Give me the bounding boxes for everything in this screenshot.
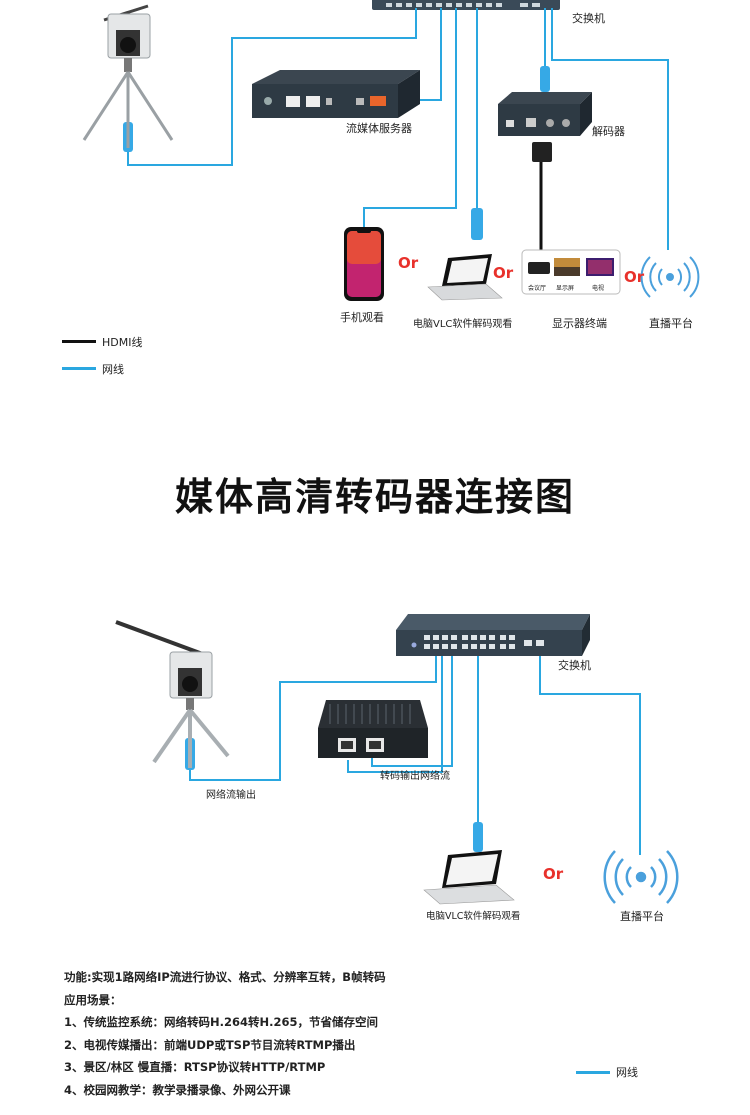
page-title: 媒体高清转码器连接图 <box>0 466 750 521</box>
laptop-1 <box>428 254 502 300</box>
switch-device <box>372 0 560 10</box>
note-scenario-1: 1、传统监控系统：网络转码H.264转H.265，节省储存空间 <box>64 1011 386 1034</box>
streaming-server-label: 流媒体服务器 <box>346 120 412 136</box>
legend-network-label: 网线 <box>102 361 124 377</box>
legend-network-label-2: 网线 <box>616 1064 638 1080</box>
streaming-server <box>252 70 420 118</box>
hdmi-plug <box>532 142 552 162</box>
legend-network-line-2 <box>576 1071 610 1074</box>
phone-label: 手机观看 <box>340 309 384 325</box>
pc-vlc-label: 电脑VLC软件解码观看 <box>413 315 512 330</box>
decoder-label: 解码器 <box>592 123 625 139</box>
legend-hdmi-label: HDMI线 <box>102 334 142 350</box>
switch-label: 交换机 <box>572 10 605 26</box>
live-platform-label: 直播平台 <box>649 315 693 331</box>
pc-vlc-label-2: 电脑VLC软件解码观看 <box>426 908 520 922</box>
note-scenarios-heading: 应用场景： <box>64 989 386 1012</box>
legend-hdmi-line <box>62 340 96 343</box>
live-platform-signal-1 <box>642 257 699 297</box>
laptop-2 <box>424 850 514 904</box>
or-label-1: Or <box>398 254 418 272</box>
decoder-device <box>498 92 592 136</box>
network-stream-out-label: 网络流输出 <box>206 786 256 801</box>
switch-label-2: 交换机 <box>558 657 591 673</box>
switch-device-2 <box>396 614 590 656</box>
note-scenario-4: 4、校园网教学：教学录播录像、外网公开课 <box>64 1079 386 1102</box>
display-sub-1: 会议厅 <box>528 283 546 292</box>
display-sub-2: 显示屏 <box>556 283 574 292</box>
legend-network-line <box>62 367 96 370</box>
or-label-3: Or <box>624 268 644 286</box>
or-label-2: Or <box>493 264 513 282</box>
or-label-4: Or <box>543 865 563 883</box>
live-platform-label-2: 直播平台 <box>620 908 664 924</box>
phone-device <box>344 227 384 301</box>
camera-1 <box>84 6 172 148</box>
display-label: 显示器终端 <box>552 315 607 331</box>
camera-2 <box>116 622 228 768</box>
note-scenario-2: 2、电视传媒播出：前端UDP或TSP节目流转RTMP播出 <box>64 1034 386 1057</box>
transcode-out-label: 转码输出网络流 <box>380 767 450 782</box>
note-scenario-3: 3、景区/林区 慢直播：RTSP协议转HTTP/RTMP <box>64 1056 386 1079</box>
live-platform-signal-2 <box>605 851 678 903</box>
transcoder-device <box>318 700 428 758</box>
note-function: 功能:实现1路网络IP流进行协议、格式、分辨率互转，B帧转码 <box>64 966 386 989</box>
feature-notes: 功能:实现1路网络IP流进行协议、格式、分辨率互转，B帧转码 应用场景： 1、传… <box>64 966 386 1101</box>
display-sub-3: 电视 <box>592 283 604 292</box>
